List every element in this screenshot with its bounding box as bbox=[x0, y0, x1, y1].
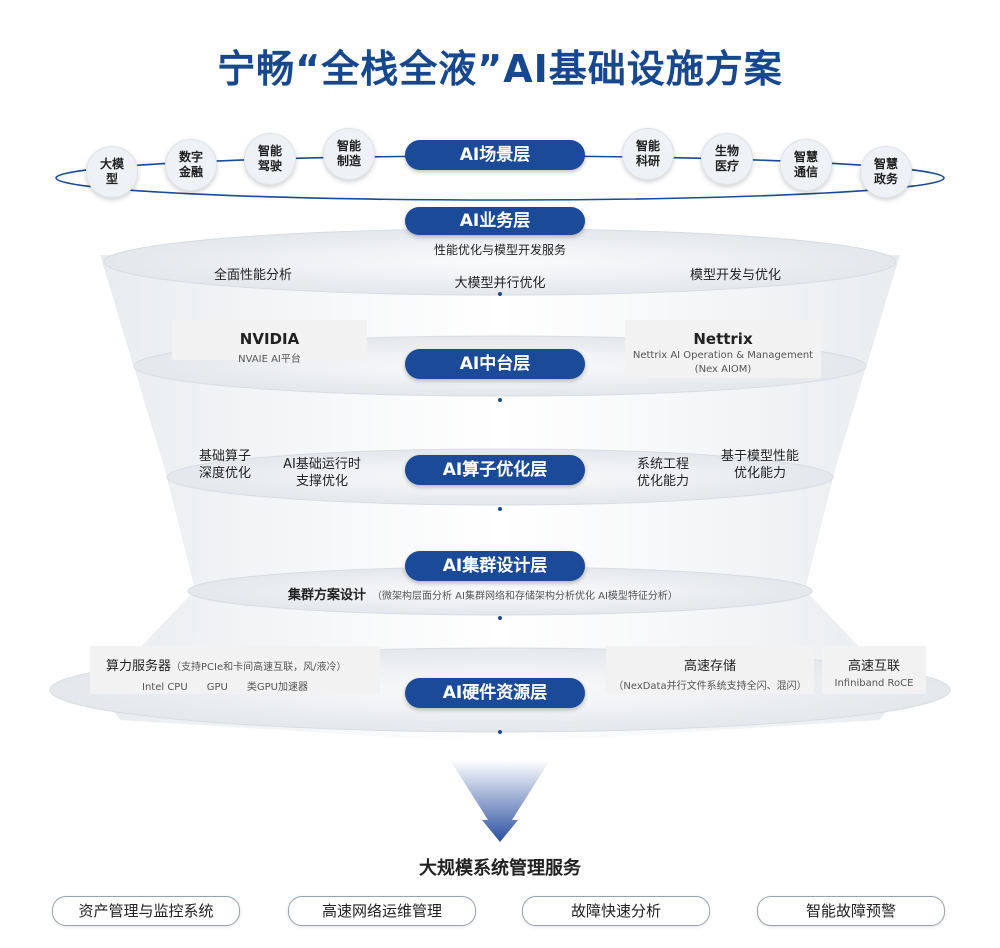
business-layer-label: AI业务层 bbox=[405, 207, 585, 235]
compute-item-runtime: AI基础运行时 支撑优化 bbox=[283, 457, 361, 489]
nettrix-sub2: (Nex AIOM) bbox=[694, 364, 752, 375]
nvidia-title: NVIDIA bbox=[239, 330, 300, 348]
nettrix-box bbox=[625, 320, 821, 378]
network-title: 高速互联 bbox=[847, 659, 900, 674]
scene-item-smart-government: 智慧政务 bbox=[860, 146, 912, 198]
services-title: 大规模系统管理服务 bbox=[419, 858, 581, 879]
scene-item-smart-driving: 智能驾驶 bbox=[244, 133, 296, 185]
platform-layer-label: AI中台层 bbox=[405, 349, 585, 379]
business-layer-subtitle: 性能优化与模型开发服务 bbox=[433, 243, 566, 257]
scene-layer-label: AI场景层 bbox=[405, 140, 585, 170]
compute-server-note: （支持PCIe和卡间高速互联，风/液冷） bbox=[171, 662, 347, 673]
compute-server-items: Intel CPU GPU 类GPU加速器 bbox=[142, 682, 308, 693]
compute-item-system-eng: 系统工程 优化能力 bbox=[636, 457, 689, 489]
business-item-performance: 全面性能分析 bbox=[214, 268, 293, 283]
service-asset-monitoring: 资产管理与监控系统 bbox=[52, 896, 240, 926]
scene-item-bio-medical: 生物医疗 bbox=[701, 133, 753, 185]
business-item-model-dev: 模型开发与优化 bbox=[690, 268, 782, 283]
scene-item-large-model: 大模型 bbox=[86, 146, 138, 198]
nvidia-box bbox=[172, 320, 367, 360]
nettrix-sub: Nettrix AI Operation & Management bbox=[632, 350, 814, 361]
service-network-ops: 高速网络运维管理 bbox=[288, 896, 476, 926]
compute-item-basic-operator: 基础算子 深度优化 bbox=[198, 449, 251, 481]
hardware-layer-dot bbox=[498, 730, 502, 734]
cluster-main: 集群方案设计 bbox=[288, 588, 367, 603]
compute-layer-label: AI算子优化层 bbox=[405, 455, 585, 485]
compute-server-box bbox=[90, 646, 380, 694]
page-title: 宁畅“全栈全液”AI基础设施方案 bbox=[217, 47, 783, 91]
storage-title: 高速存储 bbox=[683, 659, 736, 674]
scene-item-smart-research: 智能科研 bbox=[622, 128, 674, 180]
storage-box bbox=[606, 646, 814, 694]
cluster-layer-dot bbox=[498, 616, 502, 620]
cluster-layer-label: AI集群设计层 bbox=[405, 551, 585, 581]
nvidia-sub: NVAIE AI平台 bbox=[238, 354, 301, 365]
compute-item-model-perf: 基于模型性能 优化能力 bbox=[720, 449, 799, 481]
compute-server-title: 算力服务器（支持PCIe和卡间高速互联，风/液冷） bbox=[106, 655, 347, 674]
compute-server-title-text: 算力服务器 bbox=[106, 659, 172, 674]
service-fault-analysis: 故障快速分析 bbox=[522, 896, 710, 926]
scene-item-smart-telecom: 智慧通信 bbox=[780, 139, 832, 191]
scene-item-digital-finance: 数字金融 bbox=[165, 139, 217, 191]
platform-layer-dot bbox=[498, 398, 502, 402]
network-box bbox=[822, 646, 926, 694]
storage-note: （NexData并行文件系统支持全闪、混闪） bbox=[613, 681, 807, 692]
nettrix-title: Nettrix bbox=[693, 330, 753, 348]
scene-item-smart-manufacturing: 智能制造 bbox=[323, 128, 375, 180]
cluster-detail: （微架构层面分析 AI集群网络和存储架构分析优化 AI模型特征分析） bbox=[372, 591, 678, 602]
network-items: Infiniband RoCE bbox=[834, 678, 914, 689]
hardware-layer-label: AI硬件资源层 bbox=[405, 678, 585, 708]
service-fault-warning: 智能故障预警 bbox=[757, 896, 945, 926]
compute-layer-dot bbox=[498, 507, 502, 511]
business-layer-dot bbox=[498, 292, 502, 296]
business-item-parallel: 大模型并行优化 bbox=[454, 276, 546, 291]
